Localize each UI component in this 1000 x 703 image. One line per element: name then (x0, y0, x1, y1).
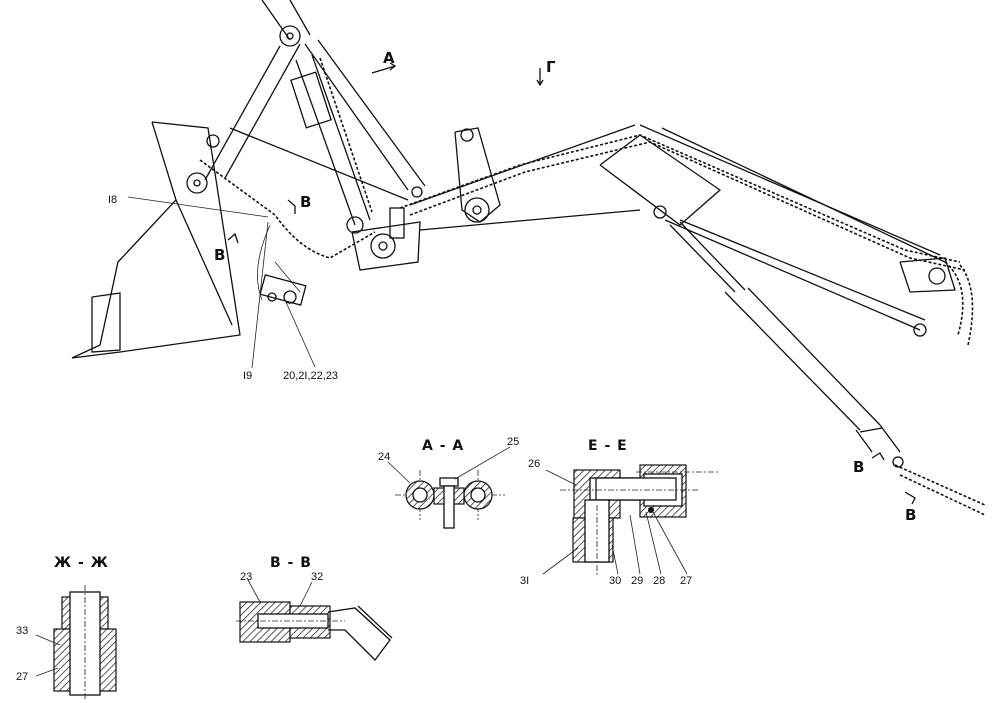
callout-20-23: 20,2I,22,23 (283, 370, 338, 382)
section-v-marker-lower-left: В (853, 458, 864, 476)
callout-25: 25 (507, 436, 519, 448)
section-zhzh-title: Ж - Ж (54, 555, 109, 571)
section-aa-title: А - А (422, 438, 464, 454)
callout-33: 33 (16, 625, 28, 637)
leader-lines (127, 196, 316, 369)
callout-18: I8 (108, 194, 117, 206)
hydraulic-hoses (199, 57, 986, 516)
section-ee-title: Е - Е (588, 438, 628, 454)
loader-assembly-view: А Г В В В В I8 I9 20,2I,22,23 (71, 0, 986, 524)
lever-plate (411, 127, 501, 223)
section-zhzh: Ж - Ж 33 27 (16, 555, 117, 700)
callout-23-vv: 23 (240, 571, 252, 583)
tilt-linkage (204, 0, 426, 226)
section-v-marker-left: В (214, 246, 225, 264)
main-boom (409, 124, 956, 337)
callout-32: 32 (311, 571, 323, 583)
callout-27-ee: 27 (680, 575, 692, 587)
callout-31: 3I (520, 575, 529, 587)
callout-29: 29 (631, 575, 643, 587)
section-v-marker-lower-right: В (905, 506, 916, 524)
section-v-marker-upper: В (300, 193, 311, 211)
bucket (71, 121, 241, 359)
section-markers (227, 62, 916, 505)
section-vv: В - В 23 32 (236, 555, 393, 661)
view-a-label: А (383, 49, 395, 67)
view-g-label: Г (546, 58, 556, 76)
callout-27-zhzh: 27 (16, 671, 28, 683)
section-vv-title: В - В (270, 555, 312, 571)
callout-30: 30 (609, 575, 621, 587)
section-aa: А - А 24 25 (378, 436, 519, 529)
callout-26: 26 (528, 458, 540, 470)
pivot-bracket (346, 207, 421, 271)
section-ee: Е - Е 26 3I 30 29 28 27 (520, 438, 720, 587)
lift-cylinder (669, 221, 904, 468)
callout-19: I9 (243, 370, 252, 382)
bucket-cylinder (259, 274, 307, 306)
callout-24: 24 (378, 451, 390, 463)
callout-28: 28 (653, 575, 665, 587)
